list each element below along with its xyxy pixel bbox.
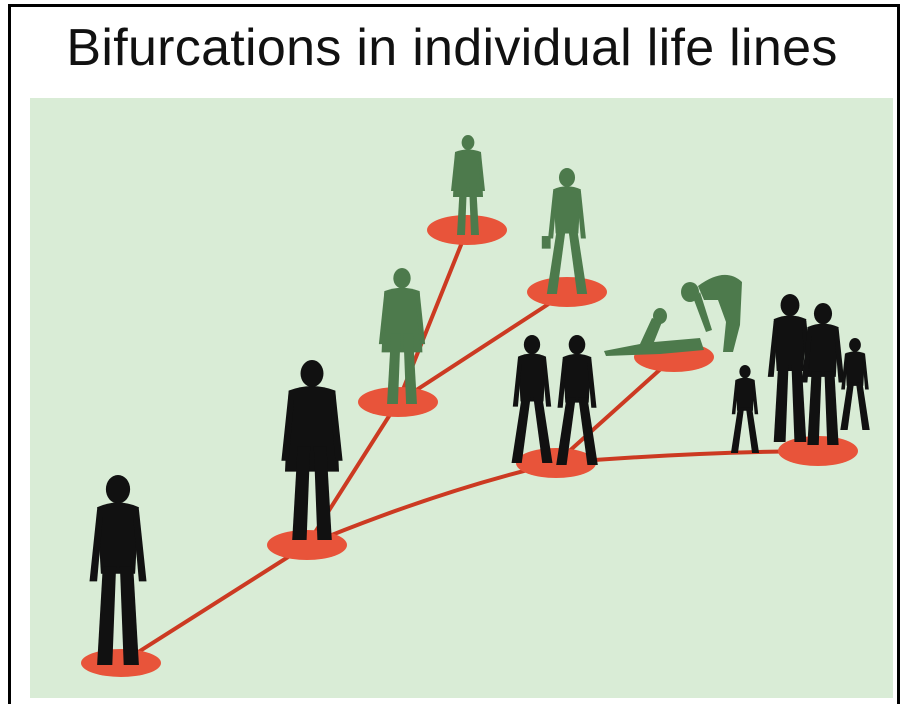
node-disc-couple <box>516 448 596 478</box>
man-walking-silhouette <box>451 135 485 235</box>
person-helping-fallen-silhouette <box>604 274 742 356</box>
life-line-edge <box>305 461 558 547</box>
node-disc-branch-2 <box>358 387 438 417</box>
node-disc-end-briefcase <box>527 277 607 307</box>
man-with-briefcase-silhouette <box>541 168 588 294</box>
node-disc-start <box>81 649 161 677</box>
standing-boy-silhouette <box>89 475 147 665</box>
life-line-edge <box>554 355 676 465</box>
node-disc-end-top <box>427 215 507 245</box>
life-line-edge <box>396 290 569 404</box>
family-with-children-silhouette <box>730 294 870 453</box>
node-disc-branch-1 <box>267 530 347 560</box>
couple-walking-silhouette <box>511 335 598 465</box>
life-line-edge <box>119 543 309 665</box>
man-in-coat-silhouette <box>378 268 426 404</box>
page-title: Bifurcations in individual life lines <box>66 19 838 77</box>
man-in-coat-silhouette <box>281 360 343 540</box>
